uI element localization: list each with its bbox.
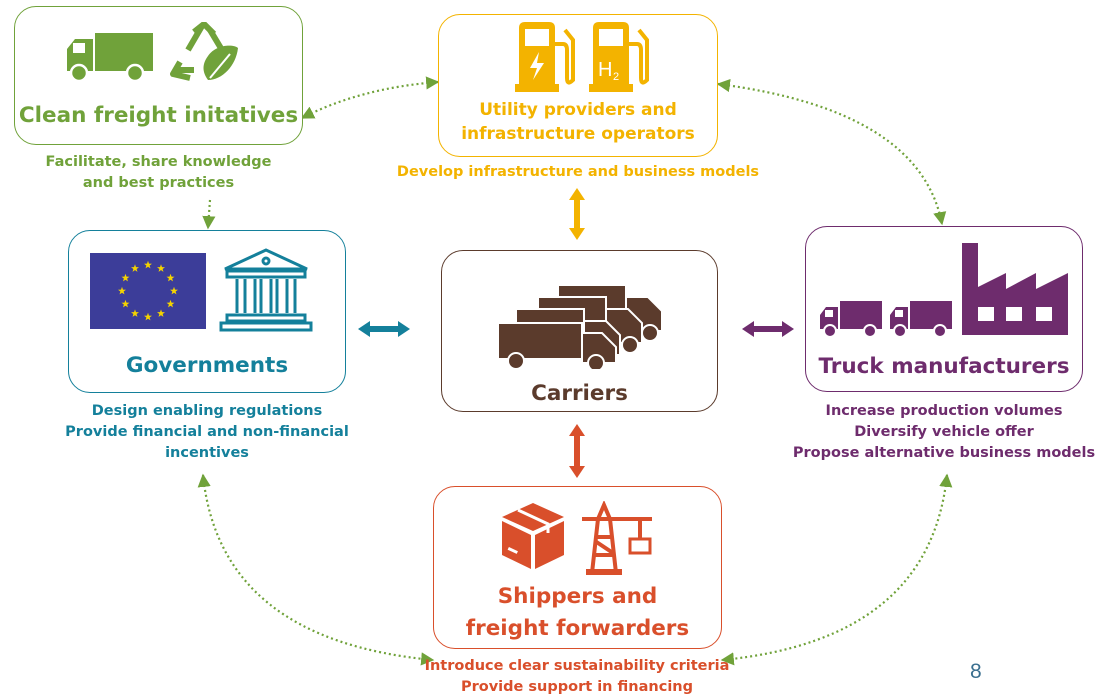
truck-icon [67,33,153,83]
truck-manufacturers-title: Truck manufacturers [818,354,1070,379]
clean-freight-caption: Facilitate, share knowledge and best pra… [45,154,272,191]
page-number: 8 [970,660,982,683]
utility-providers-caption: Develop infrastructure and business mode… [396,164,760,180]
eu-star [121,299,130,308]
dotted-connector-manufacturers-shippers [720,473,953,666]
double-arrow-utility-carriers [569,188,585,240]
eu-star [131,264,139,272]
truck-manufacturers-node: Truck manufacturers [805,226,1083,392]
government-building-icon [219,248,313,332]
clean-freight-node: Clean freight initatives [14,6,303,145]
eu-star [144,312,152,321]
eu-star [157,264,165,272]
dotted-connector-governments-shippers [197,473,435,666]
eu-star [166,299,175,308]
clean-freight-title: Clean freight initatives [18,103,299,128]
truck-fleet-icon [498,284,663,369]
dotted-connector-utility-manufacturers [716,78,947,226]
utility-providers-node: H 2 Utility providers and infrastructure… [438,14,718,157]
eu-star [166,273,175,282]
small-truck-icon [890,301,952,338]
eu-star [121,273,130,282]
shippers-node: Shippers and freight forwarders [433,486,722,649]
carriers-title: Carriers [531,381,628,406]
double-arrow-carriers-shippers [569,424,585,478]
double-arrow-carriers-manufacturers [742,321,794,337]
port-crane-icon [582,501,652,575]
eu-star [131,309,139,317]
truck-manufacturers-caption: Increase production volumes Diversify ve… [792,403,1096,461]
factory-icon [962,243,1068,335]
h2-subscript: 2 [613,71,619,83]
eu-star [170,286,178,295]
eu-star [118,286,126,295]
recycle-leaf-icon [170,22,238,81]
utility-providers-title: Utility providers and infrastructure ope… [461,100,695,144]
eu-star [144,260,152,269]
hydrogen-pump-icon: H 2 [589,22,649,92]
shippers-title: Shippers and freight forwarders [465,584,690,641]
dotted-connector-clean-utility [300,76,440,119]
double-arrow-governments-carriers [358,321,410,337]
h2-label: H [598,59,612,81]
small-truck-icon [820,301,882,338]
dotted-connector-clean-governments [202,199,216,230]
governments-caption: Design enabling regulations Provide fina… [65,403,349,461]
governments-node: Governments [68,230,346,393]
governments-title: Governments [125,353,289,378]
eu-flag-icon [90,253,206,329]
carriers-node: Carriers [441,250,718,412]
electric-charging-icon [515,22,575,92]
eu-star [157,309,165,317]
shippers-caption: Introduce clear sustainability criteria … [424,658,730,695]
package-box-icon [502,503,564,569]
